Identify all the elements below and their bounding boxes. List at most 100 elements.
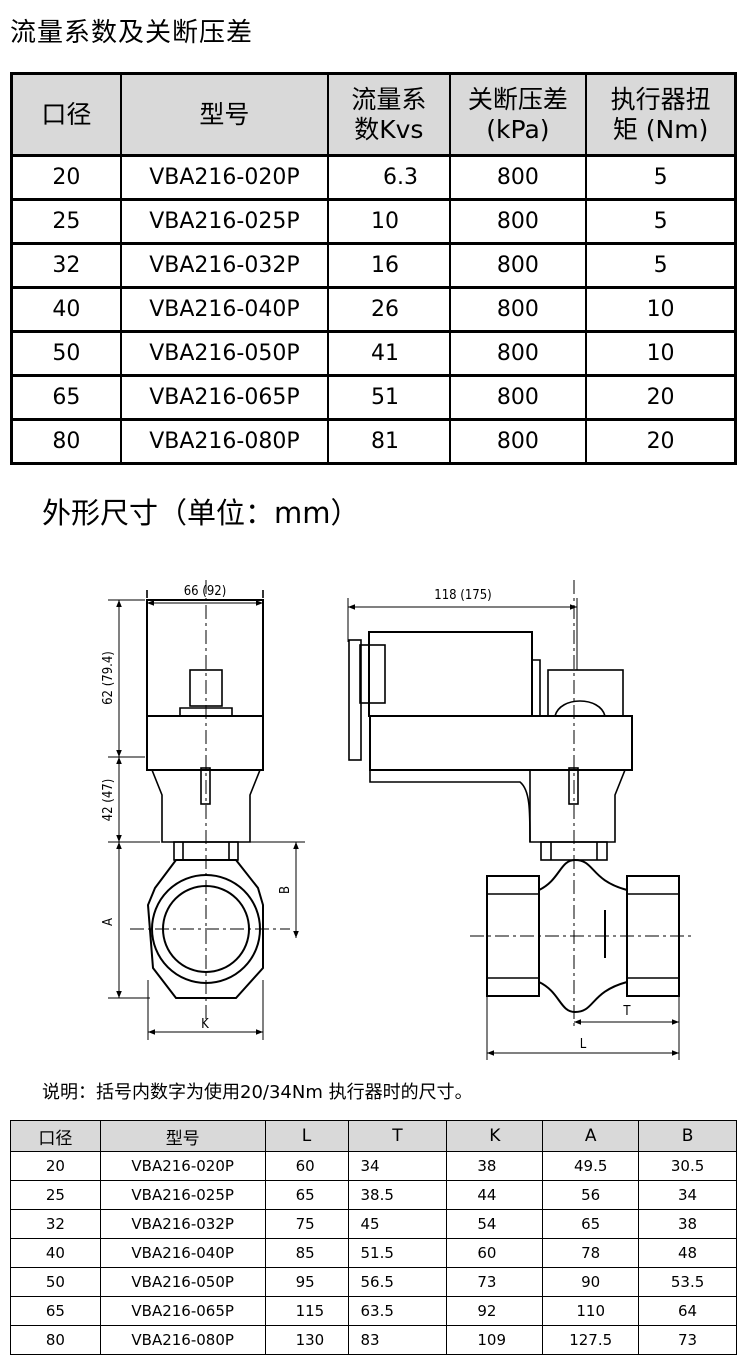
page-title: 流量系数及关断压差 [10, 18, 254, 48]
table-cell: 65 [10, 1296, 101, 1326]
table-cell: VBA216-025P [119, 198, 329, 245]
table-cell: 38 [446, 1151, 544, 1181]
footnote: 说明：括号内数字为使用20/34Nm 执行器时的尺寸。 [42, 1082, 473, 1103]
table-cell: 65 [542, 1209, 640, 1239]
table-cell: 5 [585, 242, 737, 289]
table-cell: 85 [264, 1238, 349, 1268]
table-cell: 92 [446, 1296, 544, 1326]
table-cell: 32 [10, 1209, 101, 1239]
table-cell: 53.5 [638, 1267, 737, 1297]
table-cell: 34 [347, 1151, 448, 1181]
table-cell: 16 [326, 242, 451, 289]
table-cell: 80 [10, 1325, 101, 1355]
dim-label-a: A [101, 918, 116, 926]
table-cell: 800 [448, 242, 588, 289]
table-cell: 56 [542, 1180, 640, 1210]
table-cell: 110 [542, 1296, 640, 1326]
table-cell: 800 [448, 198, 588, 245]
dim-width-front: 66 (92) [184, 584, 227, 599]
table-cell: VBA216-050P [99, 1267, 266, 1297]
dim-label-l: L [580, 1037, 587, 1052]
table-cell: 32 [10, 242, 122, 289]
table-cell: 10 [326, 198, 451, 245]
table-cell: VBA216-020P [119, 154, 329, 201]
table-cell: 80 [10, 418, 122, 465]
front-view: 66 (92) 62 (79.4) 42 (47) A B K [101, 580, 305, 1040]
table-cell: 800 [448, 286, 588, 333]
table-cell: VBA216-032P [99, 1209, 266, 1239]
table-cell: 800 [448, 154, 588, 201]
table-cell: 115 [264, 1296, 349, 1326]
table-cell: VBA216-032P [119, 242, 329, 289]
table-cell: 41 [326, 330, 451, 377]
table-cell: 10 [585, 286, 737, 333]
table-cell: 25 [10, 198, 122, 245]
dimension-drawing: 66 (92) 62 (79.4) 42 (47) A B K [101, 580, 695, 1060]
table-cell: 800 [448, 418, 588, 465]
table-cell: 78 [542, 1238, 640, 1268]
dim-height-mid: 42 (47) [101, 779, 116, 822]
dim-label-t: T [622, 1004, 631, 1019]
table-cell: 6.3 [326, 154, 451, 201]
dim-width-side: 118 (175) [434, 588, 491, 603]
table-cell: 38.5 [347, 1180, 448, 1210]
table-cell: 54 [446, 1209, 544, 1239]
table2-header-k: K [446, 1120, 544, 1152]
table-cell: 49.5 [542, 1151, 640, 1181]
table1-header-size: 口径 [10, 72, 122, 157]
table-cell: VBA216-020P [99, 1151, 266, 1181]
dim-height-top: 62 (79.4) [101, 651, 116, 705]
table-cell: 34 [638, 1180, 737, 1210]
table1-header-kvs: 流量系数Kvs [326, 72, 451, 157]
table2-header-t: T [347, 1120, 448, 1152]
section-title: 外形尺寸（单位：mm） [42, 496, 360, 530]
table-cell: VBA216-050P [119, 330, 329, 377]
table-cell: 20 [10, 1151, 101, 1181]
dim-label-b: B [278, 886, 293, 894]
table-cell: 51 [326, 374, 451, 421]
table-cell: 40 [10, 286, 122, 333]
table-cell: 56.5 [347, 1267, 448, 1297]
table-cell: 83 [347, 1325, 448, 1355]
table-cell: 95 [264, 1267, 349, 1297]
table-cell: VBA216-065P [99, 1296, 266, 1326]
table2-header-l: L [264, 1120, 349, 1152]
table1-header-model: 型号 [119, 72, 329, 157]
table-cell: 38 [638, 1209, 737, 1239]
table-cell: 40 [10, 1238, 101, 1268]
table-cell: 5 [585, 198, 737, 245]
table-cell: 30.5 [638, 1151, 737, 1181]
table-cell: 51.5 [347, 1238, 448, 1268]
table-cell: 65 [264, 1180, 349, 1210]
table-cell: 73 [638, 1325, 737, 1355]
table-cell: 800 [448, 330, 588, 377]
table-cell: 130 [264, 1325, 349, 1355]
table-cell: 73 [446, 1267, 544, 1297]
table2-header-model: 型号 [99, 1120, 266, 1152]
table-cell: 44 [446, 1180, 544, 1210]
table-cell: 800 [448, 374, 588, 421]
table2-header-b: B [638, 1120, 737, 1152]
table-cell: VBA216-065P [119, 374, 329, 421]
dim-label-k: K [201, 1017, 209, 1032]
table-cell: 127.5 [542, 1325, 640, 1355]
table-cell: 10 [585, 330, 737, 377]
table-cell: VBA216-040P [99, 1238, 266, 1268]
table-cell: 81 [326, 418, 451, 465]
table-cell: VBA216-025P [99, 1180, 266, 1210]
table-cell: 60 [264, 1151, 349, 1181]
table-cell: 26 [326, 286, 451, 333]
table-cell: VBA216-080P [99, 1325, 266, 1355]
table-cell: 25 [10, 1180, 101, 1210]
table-cell: VBA216-040P [119, 286, 329, 333]
table-cell: 50 [10, 330, 122, 377]
table-cell: 60 [446, 1238, 544, 1268]
